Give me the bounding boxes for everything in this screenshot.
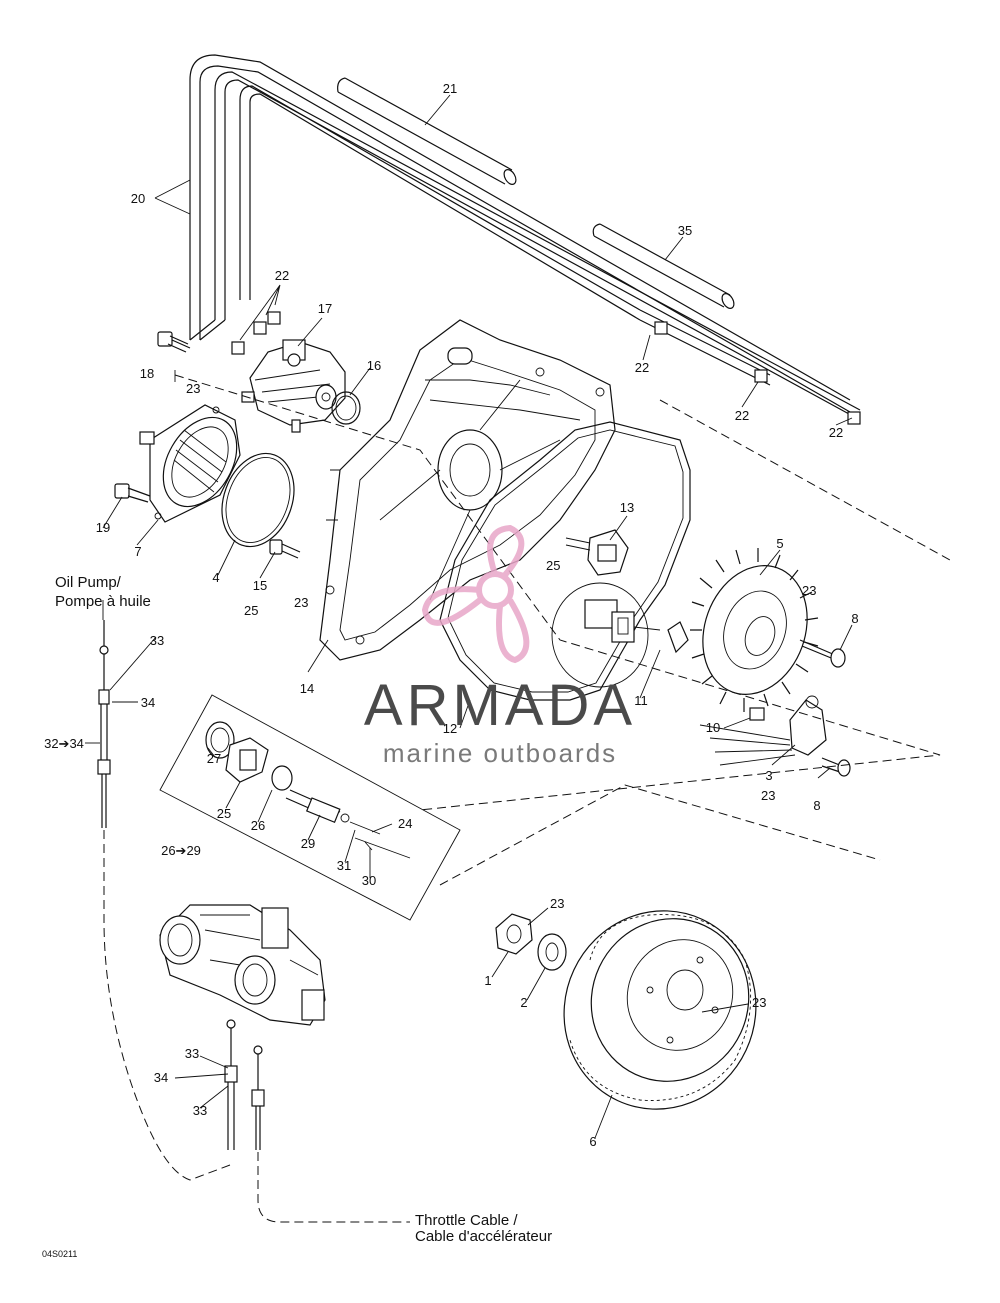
callout-35: 35: [678, 223, 692, 238]
callout-10: 10: [706, 720, 720, 735]
reference-code: 04S0211: [42, 1249, 77, 1259]
callout-5: 5: [776, 536, 783, 551]
callout-24: 24: [398, 816, 412, 831]
callout-6: 6: [589, 1134, 596, 1149]
leader-lines: [85, 94, 853, 1139]
callout-18: 18: [140, 366, 154, 381]
screw-9: [821, 757, 851, 777]
callout-1: 1: [484, 973, 491, 988]
hose-clamps-22: [231, 311, 861, 425]
notes: Oil Pump/ Pompe à huile Throttle Cable /…: [42, 574, 552, 1259]
callout-20: 20: [131, 191, 145, 206]
detail-circle: [551, 582, 649, 688]
callout-27: 27: [207, 751, 221, 766]
throttle-note-en: Throttle Cable /: [415, 1212, 518, 1229]
callout-range-32-34: 32➔34: [44, 736, 84, 751]
callout-30: 30: [362, 873, 376, 888]
flywheel-6: [563, 910, 757, 1110]
callout-17: 17: [318, 301, 332, 316]
callout-22: 22: [275, 268, 289, 283]
callout-23-e: 23: [550, 896, 564, 911]
callout-range-26-29: 26➔29: [161, 843, 201, 858]
sensor-11: [584, 599, 661, 643]
callout-22-d: 22: [829, 425, 843, 440]
callout-33-b: 33: [185, 1046, 199, 1061]
throttle-note-fr: Cable d'accélérateur: [415, 1228, 552, 1245]
oil-hoses-20: [189, 54, 861, 421]
screw-18: [157, 331, 191, 353]
callout-21: 21: [443, 81, 457, 96]
screw-19: [114, 483, 151, 503]
gasket-12: [439, 421, 691, 701]
callout-26: 26: [251, 818, 265, 833]
callout-23-d: 23: [761, 788, 775, 803]
callout-22-b: 22: [635, 360, 649, 375]
hose-21: [337, 77, 517, 185]
callout-11: 11: [634, 693, 648, 708]
screw-8: [799, 639, 846, 668]
callout-23-b: 23: [294, 595, 308, 610]
cable-adjuster-kit: [159, 694, 461, 921]
oil-pump-note-fr: Pompe à huile: [55, 593, 151, 610]
throttle-body: [159, 904, 326, 1026]
armada-watermark: ARMADA marine outboards: [364, 524, 636, 768]
callout-23-f: 23: [752, 995, 766, 1010]
throttle-cables: [224, 1019, 410, 1223]
callout-8-b: 8: [813, 798, 820, 813]
o-ring-16: [331, 391, 361, 425]
callout-8: 8: [851, 611, 858, 626]
nut-1: [495, 913, 533, 955]
callout-31: 31: [337, 858, 351, 873]
callout-2: 2: [520, 995, 527, 1010]
oil-pump-cable: [97, 620, 231, 1181]
stator-5: [690, 548, 819, 712]
oil-pump-17: [241, 339, 346, 433]
callout-34-b: 34: [154, 1070, 168, 1085]
cover-7: [139, 404, 241, 523]
watermark-brand: ARMADA: [364, 673, 636, 738]
wire-harness-10: [699, 695, 827, 766]
callout-labels: 21 20 22 17 18 23 16 35 22 22 22 19 7 4 …: [44, 81, 859, 1149]
callout-19: 19: [96, 520, 110, 535]
callout-14: 14: [300, 681, 314, 696]
watermark-tagline: marine outboards: [383, 738, 617, 768]
hose-35: [592, 223, 735, 309]
washer-2: [537, 933, 567, 971]
callout-25-a: 25: [244, 603, 258, 618]
propeller-logo: [421, 524, 530, 664]
callout-23-c: 23: [802, 583, 816, 598]
callout-12: 12: [443, 721, 457, 736]
callout-7: 7: [134, 544, 141, 559]
callout-22-c: 22: [735, 408, 749, 423]
callout-33-a: 33: [150, 633, 164, 648]
gasket-ring-4: [221, 452, 295, 548]
callout-13: 13: [620, 500, 634, 515]
callout-3: 3: [765, 768, 772, 783]
callout-25-c: 25: [217, 806, 231, 821]
callout-25-b: 25: [546, 558, 560, 573]
callout-23-a: 23: [186, 381, 200, 396]
reference-lines: [174, 374, 951, 886]
magneto-housing-14: [319, 319, 616, 661]
callout-16: 16: [367, 358, 381, 373]
trigger-coil-13: [565, 529, 629, 576]
callout-33-c: 33: [193, 1103, 207, 1118]
callout-29: 29: [301, 836, 315, 851]
oil-pump-note-en: Oil Pump/: [55, 574, 122, 591]
callout-15: 15: [253, 578, 267, 593]
callout-4: 4: [212, 570, 219, 585]
callout-34-a: 34: [141, 695, 155, 710]
screw-15: [269, 539, 301, 559]
